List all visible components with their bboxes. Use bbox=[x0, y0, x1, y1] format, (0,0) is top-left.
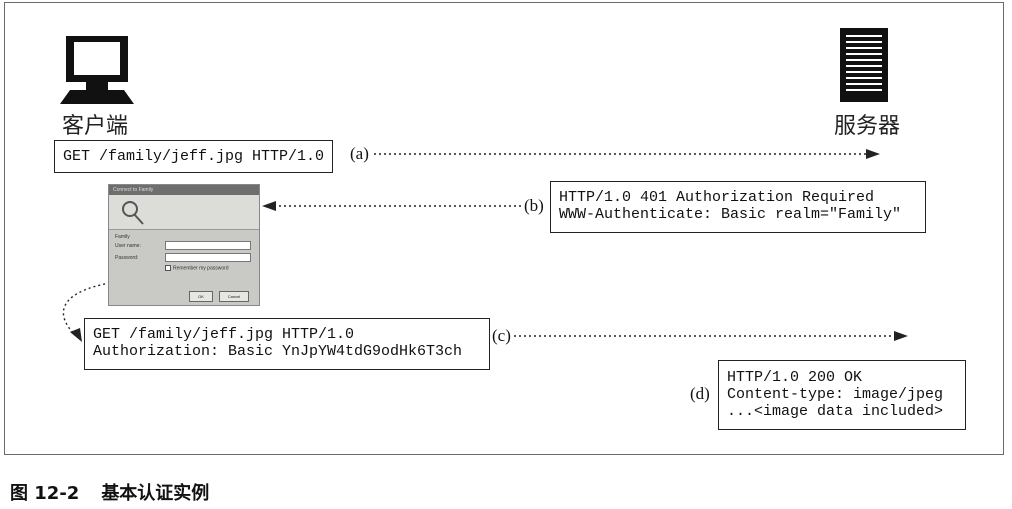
arrow-c bbox=[514, 331, 908, 341]
username-label: User name: bbox=[115, 243, 141, 249]
server-label: 服务器 bbox=[834, 114, 901, 139]
client-computer-icon bbox=[60, 36, 134, 104]
figure-title: 基本认证实例 bbox=[101, 483, 210, 504]
password-field[interactable] bbox=[165, 253, 251, 262]
login-dialog-title: Connect to Family bbox=[109, 185, 259, 195]
response-d-line-1: HTTP/1.0 200 OK bbox=[727, 369, 863, 386]
cancel-button[interactable]: Cancel bbox=[219, 291, 249, 302]
key-icon bbox=[122, 201, 144, 225]
remember-password-label: Remember my password bbox=[173, 265, 229, 272]
figure-number: 图 12-2 bbox=[10, 483, 80, 504]
arrow-a bbox=[374, 149, 880, 159]
ok-button[interactable]: OK bbox=[189, 291, 213, 302]
arrow-b bbox=[262, 201, 522, 211]
response-b-line-2: WWW-Authenticate: Basic realm="Family" bbox=[559, 206, 902, 223]
arrow-dialog-to-request bbox=[62, 282, 111, 342]
server-icon bbox=[840, 28, 888, 102]
login-dialog-header bbox=[109, 195, 259, 230]
request-c-line-2: Authorization: Basic YnJpYW4tdG9odHk6T3c… bbox=[93, 343, 463, 360]
step-b-marker: (b) bbox=[524, 196, 544, 215]
login-dialog: Connect to Family Family User name: Pass… bbox=[108, 184, 260, 306]
response-b-line-1: HTTP/1.0 401 Authorization Required bbox=[559, 189, 875, 206]
remember-password-checkbox[interactable]: Remember my password bbox=[165, 265, 229, 271]
request-a-box: GET /family/jeff.jpg HTTP/1.0 bbox=[54, 140, 334, 173]
request-a-line-1: GET /family/jeff.jpg HTTP/1.0 bbox=[63, 148, 325, 165]
login-dialog-realm: Family bbox=[115, 234, 130, 240]
username-field[interactable] bbox=[165, 241, 251, 250]
response-d-line-3: ...<image data included> bbox=[727, 403, 944, 420]
step-d-marker: (d) bbox=[690, 384, 710, 403]
step-c-marker: (c) bbox=[492, 326, 511, 345]
password-label: Password: bbox=[115, 255, 139, 261]
response-d-line-2: Content-type: image/jpeg bbox=[727, 386, 944, 403]
request-c-line-1: GET /family/jeff.jpg HTTP/1.0 bbox=[93, 326, 355, 343]
step-a-marker: (a) bbox=[350, 144, 369, 163]
figure-caption: 图 12-2 基本认证实例 bbox=[6, 479, 209, 505]
client-label: 客户端 bbox=[62, 114, 129, 139]
